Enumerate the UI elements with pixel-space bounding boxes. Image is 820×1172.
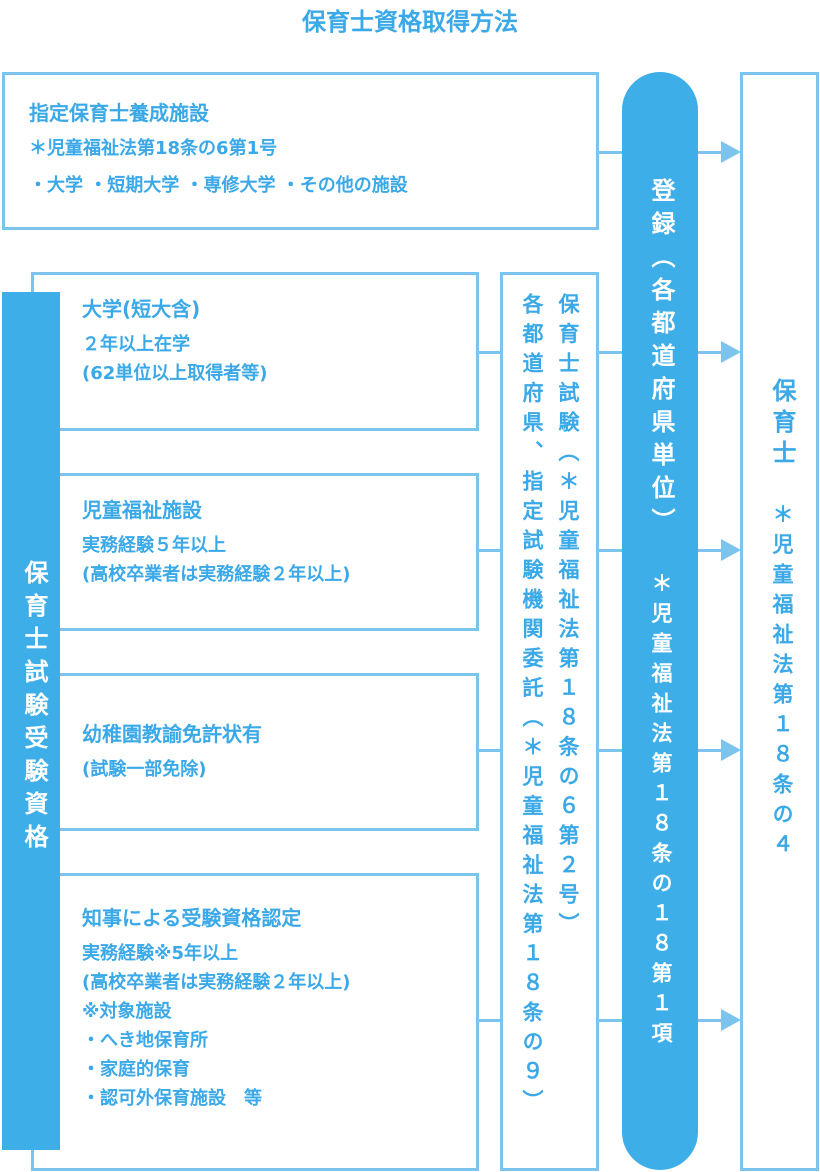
arrow-line bbox=[698, 351, 722, 354]
eligibility-label-bar: 保育士試験受験資格 bbox=[2, 292, 60, 1150]
result-law: ＊児童福祉法第１８条の４ bbox=[770, 503, 794, 863]
item-line: (高校卒業者は実務経験２年以上) bbox=[82, 972, 351, 993]
item-line: ・認可外保育施設 等 bbox=[82, 1088, 262, 1109]
nursery-teacher-box: 保育士 ＊児童福祉法第１８条の４ bbox=[740, 72, 819, 1171]
connector bbox=[478, 749, 502, 752]
exam-administrator: 各都道府県、指定試験機関委託（＊児童福祉法第１８条の９） bbox=[520, 293, 544, 1119]
eligibility-welfare-facility: 児童福祉施設 実務経験５年以上 (高校卒業者は実務経験２年以上) bbox=[31, 473, 479, 631]
connector bbox=[598, 549, 624, 552]
item-line: (試験一部免除) bbox=[82, 759, 207, 780]
training-law: ＊児童福祉法第18条の6第1号 bbox=[29, 138, 278, 159]
connector bbox=[598, 1019, 624, 1022]
registration-label: 登録（各都道府県単位） bbox=[647, 178, 675, 541]
item-line: ・家庭的保育 bbox=[82, 1059, 190, 1080]
item-heading: 大学(短大含) bbox=[82, 297, 201, 321]
registration-law: ＊児童福祉法第１８条の１８第１項 bbox=[649, 572, 673, 1052]
arrow-right-icon bbox=[721, 141, 741, 163]
item-heading: 幼稚園教諭免許状有 bbox=[82, 722, 262, 746]
item-heading: 児童福祉施設 bbox=[82, 498, 202, 522]
item-line: 実務経験※5年以上 bbox=[82, 943, 239, 964]
eligibility-governor-certification: 知事による受験資格認定 実務経験※5年以上 (高校卒業者は実務経験２年以上) ※… bbox=[31, 873, 479, 1171]
item-heading: 知事による受験資格認定 bbox=[82, 906, 302, 930]
arrow-right-icon bbox=[721, 1009, 741, 1031]
arrow-right-icon bbox=[721, 341, 741, 363]
arrow-line bbox=[698, 749, 722, 752]
item-line: ・へき地保育所 bbox=[82, 1030, 208, 1051]
exam-box: 保育士試験（＊児童福祉法第１８条の６第２号） 各都道府県、指定試験機関委託（＊児… bbox=[500, 272, 599, 1171]
connector bbox=[598, 351, 624, 354]
connector bbox=[478, 1019, 502, 1022]
training-heading: 指定保育士養成施設 bbox=[29, 101, 209, 125]
item-line: 実務経験５年以上 bbox=[82, 535, 226, 556]
item-line: (高校卒業者は実務経験２年以上) bbox=[82, 564, 351, 585]
connector bbox=[598, 151, 624, 154]
arrow-line bbox=[698, 151, 722, 154]
arrow-line bbox=[698, 549, 722, 552]
exam-title: 保育士試験（＊児童福祉法第１８条の６第２号） bbox=[556, 293, 580, 942]
item-line: (62単位以上取得者等) bbox=[82, 363, 268, 384]
connector bbox=[478, 351, 502, 354]
registration-pill: 登録（各都道府県単位） ＊児童福祉法第１８条の１８第１項 bbox=[622, 72, 698, 1170]
arrow-line bbox=[698, 1019, 722, 1022]
result-label: 保育士 bbox=[768, 378, 796, 471]
arrow-right-icon bbox=[721, 539, 741, 561]
eligibility-kindergarten-license: 幼稚園教諭免許状有 (試験一部免除) bbox=[31, 673, 479, 831]
eligibility-university: 大学(短大含) ２年以上在学 (62単位以上取得者等) bbox=[31, 272, 479, 431]
training-types: ・大学 ・短期大学 ・専修大学 ・その他の施設 bbox=[29, 175, 408, 196]
connector bbox=[598, 749, 624, 752]
eligibility-label: 保育士試験受験資格 bbox=[20, 560, 48, 857]
connector bbox=[478, 549, 502, 552]
item-line: ２年以上在学 bbox=[82, 334, 190, 355]
arrow-right-icon bbox=[721, 739, 741, 761]
training-facility-box: 指定保育士養成施設 ＊児童福祉法第18条の6第1号 ・大学 ・短期大学 ・専修大… bbox=[2, 72, 599, 230]
diagram-title: 保育士資格取得方法 bbox=[302, 8, 518, 36]
item-line: ※対象施設 bbox=[82, 1001, 172, 1022]
